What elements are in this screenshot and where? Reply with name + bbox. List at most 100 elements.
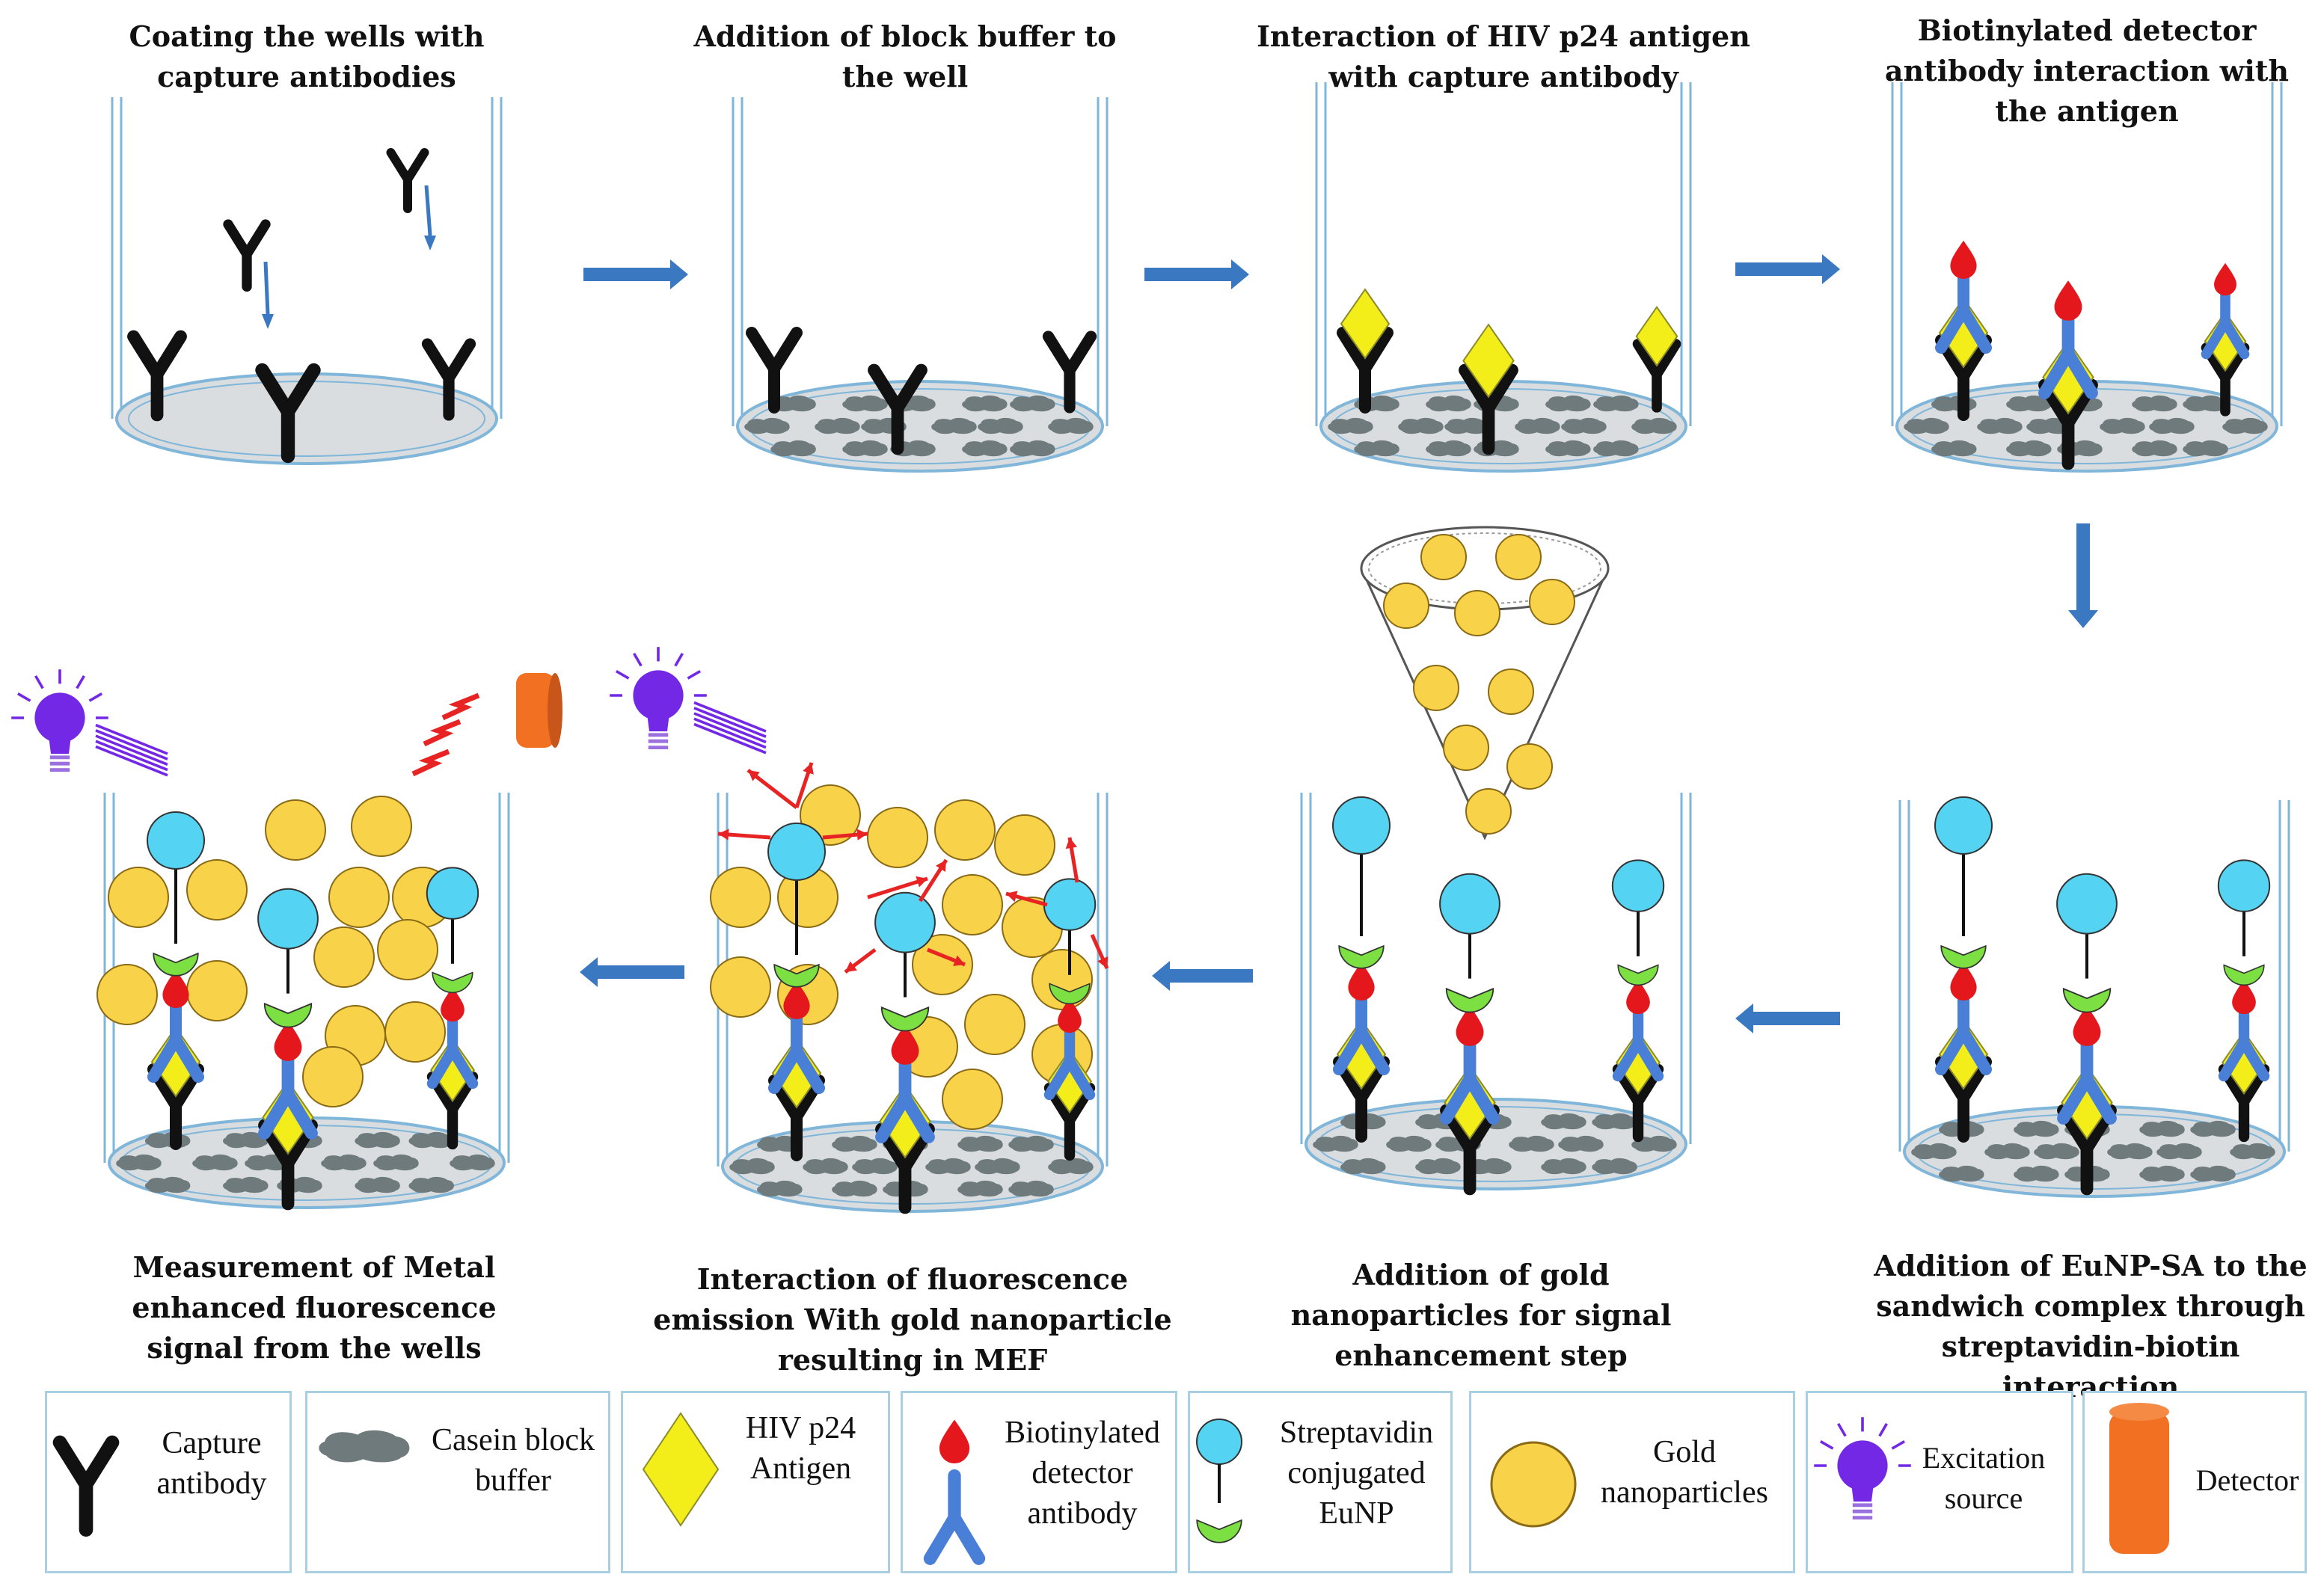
contents-layer xyxy=(11,153,2271,1208)
excitation-ray xyxy=(95,729,168,760)
streptavidin xyxy=(2056,873,2118,935)
streptavidin xyxy=(1934,796,1993,855)
falling-arrow-head xyxy=(262,314,274,329)
legend-icon-gold xyxy=(1490,1441,1577,1528)
gold-nanoparticle xyxy=(1495,534,1542,580)
bulb-glow xyxy=(88,692,103,702)
hiv-p24-antigen xyxy=(1615,1030,1661,1095)
emission-arrow-head xyxy=(856,829,868,840)
gold-nanoparticle xyxy=(994,814,1055,876)
step-8-caption: Measurement of Metal enhanced fluorescen… xyxy=(132,1250,497,1365)
gold-nanoparticle xyxy=(302,1046,364,1107)
hiv-p24-antigen xyxy=(1635,305,1678,367)
step-6-caption: Addition of gold nanoparticles for signa… xyxy=(1290,1258,1672,1372)
legend-label-casein: Casein block buffer xyxy=(431,1423,595,1498)
excitation-ray xyxy=(693,722,767,755)
capture-antibody-falling xyxy=(228,224,266,286)
eunp xyxy=(1445,988,1494,1013)
detector-face xyxy=(548,673,562,748)
signal-bolt xyxy=(423,719,462,747)
process-arrow-6 xyxy=(1152,961,1253,991)
streptavidin xyxy=(147,811,205,870)
process-arrow-5 xyxy=(1735,1004,1840,1033)
biotin xyxy=(2054,280,2082,321)
excitation-source-well-8 xyxy=(11,669,168,777)
emission-arrow-head xyxy=(953,955,965,966)
hiv-p24-antigen xyxy=(1462,323,1515,399)
well-5-contents xyxy=(1934,796,2271,1189)
bulb-glass xyxy=(633,670,684,721)
falling-arrow xyxy=(263,261,270,315)
well-2 xyxy=(732,97,1109,473)
falling-arrow-head xyxy=(424,236,436,251)
gold-nanoparticle xyxy=(1383,583,1429,629)
excitation-ray xyxy=(95,723,168,755)
eunp xyxy=(2223,964,2265,986)
excitation-ray xyxy=(95,740,168,772)
excitation-ray xyxy=(95,745,168,777)
hiv-p24-antigen xyxy=(1336,1018,1387,1090)
gold-nanoparticle xyxy=(710,867,771,928)
emission-arrow-head xyxy=(748,770,760,781)
process-arrow-7 xyxy=(580,957,684,987)
excitation-ray xyxy=(95,734,168,766)
well-bottom xyxy=(736,380,1104,473)
legend-label-capture-antibody: Capture antibody xyxy=(156,1426,267,1501)
well-6-contents xyxy=(1332,796,1665,1189)
excitation-ray xyxy=(693,712,767,744)
well-1 xyxy=(111,97,503,465)
well-4-contents xyxy=(1940,240,2247,464)
gold-nanoparticle xyxy=(1529,579,1575,625)
eunp xyxy=(432,971,473,994)
well-8 xyxy=(103,793,510,1209)
legend-box-eunp: Streptavidin conjugated EuNP xyxy=(1188,1391,1453,1573)
bulb-glow xyxy=(34,674,44,689)
streptavidin xyxy=(874,891,936,953)
streptavidin xyxy=(257,888,319,950)
emission-arrow-head xyxy=(845,961,857,972)
bulb-glow xyxy=(1819,1440,1834,1450)
gold-nanoparticle xyxy=(313,926,375,988)
bulb-glow xyxy=(1837,1422,1847,1437)
excitation-ray xyxy=(693,707,767,738)
arrows-layer xyxy=(580,254,2098,1033)
streptavidin xyxy=(1332,796,1391,855)
well-6 xyxy=(1300,793,1692,1190)
well-bottom xyxy=(1304,1098,1687,1190)
step-4-caption: Biotinylated detector antibody interacti… xyxy=(1884,13,2290,128)
legend-label-antigen: HIV p24 Antigen xyxy=(745,1411,856,1486)
step-2-caption: Addition of block buffer to the well xyxy=(693,19,1117,93)
gold-nanoparticle xyxy=(867,807,928,868)
hiv-p24-antigen xyxy=(150,1026,201,1098)
legend-icon-excitation-source xyxy=(1814,1417,1911,1519)
streptavidin xyxy=(767,823,826,881)
hiv-p24-antigen xyxy=(2042,339,2094,415)
hiv-p24-antigen xyxy=(2221,1030,2267,1095)
cone-body xyxy=(1360,568,1610,840)
capture-antibody-falling xyxy=(391,153,425,209)
gold-nanoparticle xyxy=(942,1069,1003,1130)
well-1-contents xyxy=(134,153,470,456)
process-arrow-3 xyxy=(1735,254,1840,284)
legend-icon-streptavidin xyxy=(1196,1419,1242,1465)
bulb-glow xyxy=(76,674,85,689)
excitation-ray xyxy=(693,717,767,749)
detector-body xyxy=(2109,1412,2169,1554)
legend-icon-detector-antibody xyxy=(930,1476,979,1559)
signal-bolt xyxy=(411,749,450,777)
eunp xyxy=(263,1003,313,1028)
legend-icons-layer xyxy=(60,1403,2169,1558)
gold-nanoparticle xyxy=(1443,725,1489,771)
emission-arrow-head xyxy=(916,876,928,888)
gold-nanoparticle xyxy=(1488,669,1534,715)
hiv-p24-antigen xyxy=(2204,310,2247,372)
emission-arrow-head xyxy=(1065,838,1077,849)
streptavidin xyxy=(2217,859,2271,912)
bulb-glow xyxy=(615,670,630,680)
well-3 xyxy=(1315,82,1692,473)
legend-label-detector: Detector xyxy=(2195,1463,2299,1497)
hiv-p24-antigen xyxy=(2061,1065,2113,1140)
streptavidin xyxy=(1439,873,1500,935)
well-7-contents xyxy=(710,762,1109,1208)
eunp xyxy=(2062,988,2112,1013)
